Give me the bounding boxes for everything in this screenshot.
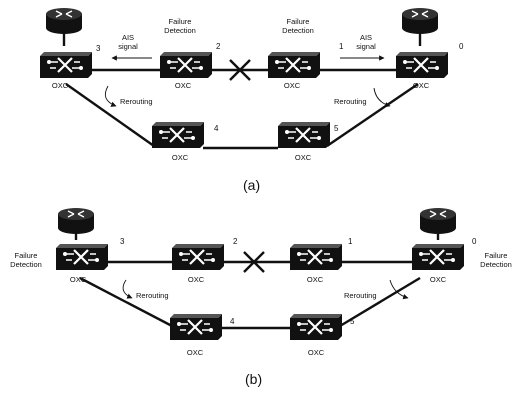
router-icon-0-a <box>401 7 439 35</box>
failure-icon-a <box>229 59 251 81</box>
oxc-icon-0-a <box>394 50 450 80</box>
oxc-icon-2-b <box>170 242 226 272</box>
link-5-0-a <box>326 83 419 147</box>
oxc-icon-3-b <box>54 242 110 272</box>
node-id-3-a: 3 <box>96 44 101 53</box>
oxc-label-3-a: OXC <box>52 81 69 90</box>
node-id-5-b: 5 <box>350 317 355 326</box>
node-id-2-b: 2 <box>233 237 238 246</box>
diagram-b: OXC OXC OXC OXC OXC OXC 3 2 1 0 4 5 Fail… <box>10 207 512 387</box>
node-id-4-a: 4 <box>214 124 219 133</box>
rerouting-right-b: Rerouting <box>344 291 377 300</box>
router-icon-3-b <box>57 207 95 235</box>
rerouting-right-a: Rerouting <box>334 97 367 106</box>
oxc-label-0-a: OXC <box>413 81 430 90</box>
rerouting-arrow-right-a <box>373 87 391 108</box>
oxc-icon-5-a <box>276 120 332 150</box>
failure-detection-right-line2-b: Detection <box>480 260 512 269</box>
oxc-label-3-b: OXC <box>70 275 87 284</box>
node-id-2-a: 2 <box>216 42 221 51</box>
link-5-0-b <box>339 276 421 328</box>
node-id-3-b: 3 <box>120 237 125 246</box>
failure-detection-left-line1-b: Failure <box>15 251 38 260</box>
failure-icon-b <box>243 251 265 273</box>
link-3-4-a <box>65 83 155 147</box>
oxc-label-4-a: OXC <box>172 153 189 162</box>
rerouting-left-b: Rerouting <box>136 291 169 300</box>
failure-detection-right-line1-b: Failure <box>485 251 508 260</box>
node-id-5-a: 5 <box>334 124 339 133</box>
node-id-1-a: 1 <box>339 42 344 51</box>
oxc-icon-1-b <box>288 242 344 272</box>
ais-right-line1-a: AIS <box>360 33 372 42</box>
failure-detection-left-line2-b: Detection <box>10 260 42 269</box>
node-id-0-b: 0 <box>472 237 477 246</box>
link-3-4-b <box>79 276 173 328</box>
oxc-label-5-a: OXC <box>295 153 312 162</box>
oxc-label-4-b: OXC <box>187 348 204 357</box>
failure-detection-right-line1-a: Failure <box>287 17 310 26</box>
failure-detection-left-line1-a: Failure <box>169 17 192 26</box>
oxc-icon-5-b <box>288 312 344 342</box>
oxc-icon-4-a <box>150 120 206 150</box>
ais-left-line1-a: AIS <box>122 33 134 42</box>
oxc-icon-3-a <box>38 50 94 80</box>
oxc-label-1-a: OXC <box>284 81 301 90</box>
failure-detection-left-line2-a: Detection <box>164 26 196 35</box>
rerouting-arrow-right-b <box>389 279 409 300</box>
oxc-label-5-b: OXC <box>308 348 325 357</box>
ais-right-line2-a: signal <box>356 42 376 51</box>
oxc-label-2-a: OXC <box>175 81 192 90</box>
caption-b: (b) <box>245 371 262 387</box>
oxc-icon-4-b <box>168 312 224 342</box>
failure-detection-right-line2-a: Detection <box>282 26 314 35</box>
oxc-label-0-b: OXC <box>430 275 447 284</box>
rerouting-arrow-left-b <box>122 279 133 299</box>
oxc-icon-2-a <box>158 50 214 80</box>
node-id-1-b: 1 <box>348 237 353 246</box>
router-icon-3-a <box>45 7 83 35</box>
router-icon-0-b <box>419 207 457 235</box>
node-id-4-b: 4 <box>230 317 235 326</box>
node-id-0-a: 0 <box>459 42 464 51</box>
oxc-icon-0-b <box>410 242 466 272</box>
rerouting-arrow-left-a <box>104 85 117 107</box>
diagram-a: OXC OXC OXC OXC OXC OXC 3 2 1 0 4 5 Fail… <box>38 7 464 193</box>
caption-a: (a) <box>243 177 260 193</box>
oxc-icon-1-a <box>266 50 322 80</box>
rerouting-left-a: Rerouting <box>120 97 153 106</box>
ais-left-line2-a: signal <box>118 42 138 51</box>
oxc-label-2-b: OXC <box>188 275 205 284</box>
oxc-label-1-b: OXC <box>307 275 324 284</box>
